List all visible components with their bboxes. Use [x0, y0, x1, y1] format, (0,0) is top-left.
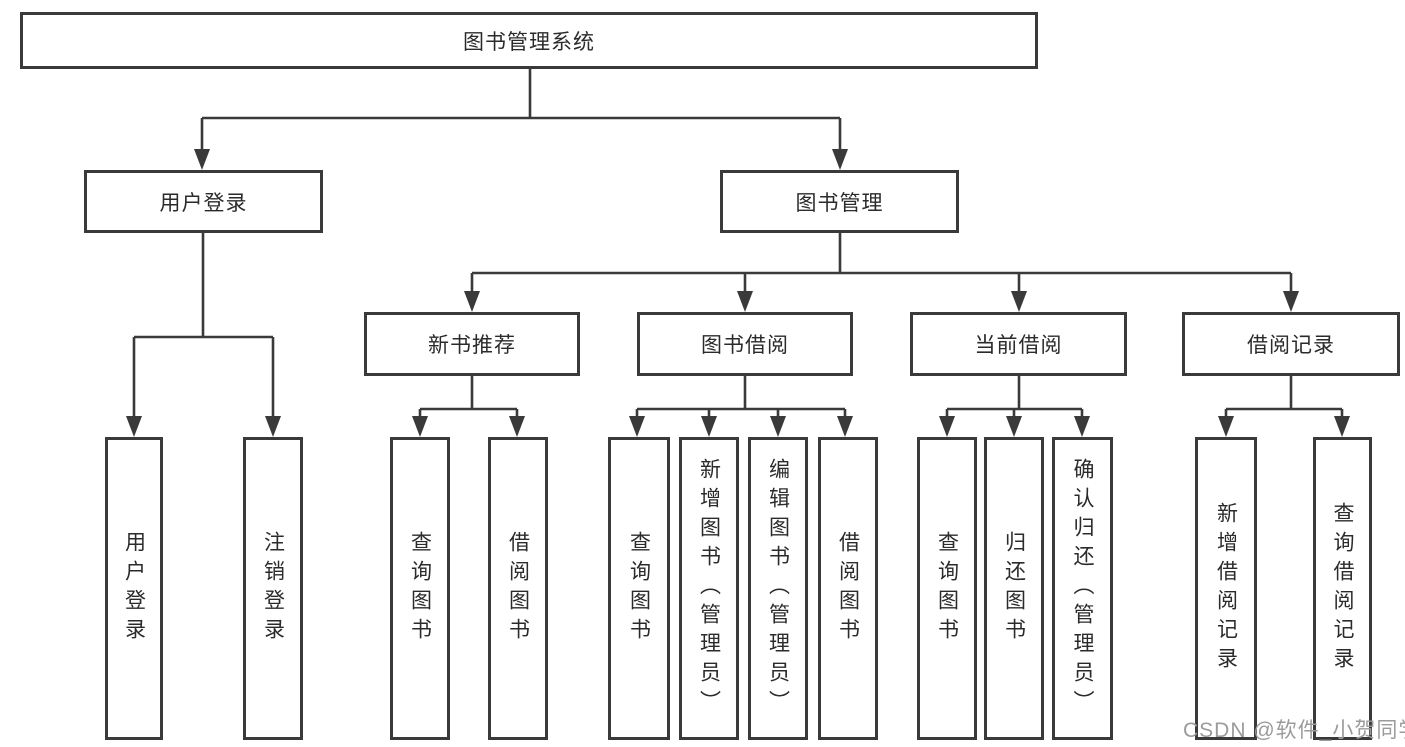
leaf-label: 借阅图书 — [836, 530, 860, 647]
leaf-return-books: 归还图书 — [984, 437, 1044, 740]
node-new-book-recommend: 新书推荐 — [364, 312, 580, 376]
leaf-label: 新增借阅记录 — [1214, 501, 1238, 676]
leaf-query-borrow-record: 查询借阅记录 — [1313, 437, 1372, 740]
leaf-user-login: 用户登录 — [105, 437, 163, 740]
leaf-confirm-return-admin: 确认归还（管理员） — [1052, 437, 1113, 740]
leaf-query-books-borrow: 查询图书 — [608, 437, 670, 740]
leaf-borrow-books-borrow: 借阅图书 — [818, 437, 878, 740]
node-current-borrow: 当前借阅 — [910, 312, 1127, 376]
leaf-label: 查询借阅记录 — [1331, 501, 1355, 676]
leaf-label: 查询图书 — [408, 530, 432, 647]
node-borrow-records: 借阅记录 — [1182, 312, 1400, 376]
watermark: CSDN @软件_小贺同学 — [1183, 719, 1405, 742]
leaf-edit-book-admin: 编辑图书（管理员） — [748, 437, 808, 740]
leaf-label: 查询图书 — [627, 530, 651, 647]
leaf-label: 注销登录 — [261, 530, 285, 647]
node-book-borrow: 图书借阅 — [637, 312, 853, 376]
leaf-label: 确认归还（管理员） — [1071, 458, 1095, 719]
leaf-label: 用户登录 — [122, 530, 146, 647]
leaf-add-book-admin: 新增图书（管理员） — [679, 437, 739, 740]
node-library-system: 图书管理系统 — [20, 12, 1038, 69]
arrowhead-icons — [126, 149, 1350, 437]
leaf-add-borrow-record: 新增借阅记录 — [1195, 437, 1257, 740]
leaf-label: 查询图书 — [935, 530, 959, 647]
node-book-management: 图书管理 — [720, 170, 959, 233]
leaf-label: 编辑图书（管理员） — [766, 458, 790, 719]
leaf-query-books-current: 查询图书 — [917, 437, 977, 740]
leaf-logout: 注销登录 — [243, 437, 303, 740]
leaf-label: 归还图书 — [1002, 530, 1026, 647]
leaf-borrow-books-recommend: 借阅图书 — [488, 437, 548, 740]
leaf-label: 借阅图书 — [506, 530, 530, 647]
leaf-query-books-recommend: 查询图书 — [390, 437, 450, 740]
leaf-label: 新增图书（管理员） — [697, 458, 721, 719]
node-user-login: 用户登录 — [84, 170, 323, 233]
